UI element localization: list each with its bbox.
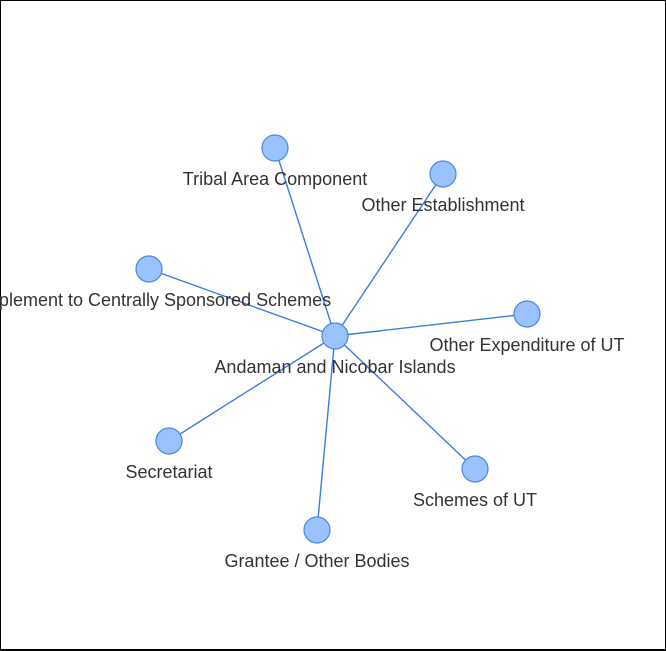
- edge-schemes-of-ut: [334, 335, 476, 470]
- node-other-establishment[interactable]: [429, 160, 457, 188]
- node-schemes-of-ut[interactable]: [461, 455, 489, 483]
- edge-secretariat: [168, 335, 336, 442]
- label-andaman-and-nicobar-islands: Andaman and Nicobar Islands: [214, 357, 455, 377]
- edges: [148, 147, 528, 531]
- node-grantee-other-bodies[interactable]: [303, 516, 331, 544]
- node-other-expenditure-of-ut[interactable]: [513, 300, 541, 328]
- label-tribal-area-component: Tribal Area Component: [183, 169, 367, 189]
- node-supplement-to-centrally-sponsored-schemes[interactable]: [135, 255, 163, 283]
- edge-supplement-to-centrally-sponsored-schemes: [148, 268, 336, 337]
- edge-grantee-other-bodies: [316, 335, 336, 531]
- edge-other-expenditure-of-ut: [334, 313, 528, 337]
- edge-other-establishment: [334, 173, 444, 337]
- edge-tribal-area-component: [274, 147, 336, 337]
- node-tribal-area-component[interactable]: [261, 134, 289, 162]
- label-schemes-of-ut: Schemes of UT: [413, 490, 537, 510]
- nodes: [135, 134, 541, 544]
- label-secretariat: Secretariat: [125, 462, 212, 482]
- label-other-establishment: Other Establishment: [361, 195, 524, 215]
- label-grantee-other-bodies: Grantee / Other Bodies: [224, 551, 409, 571]
- label-supplement-to-centrally-sponsored-schemes: Supplement to Centrally Sponsored Scheme…: [0, 290, 331, 310]
- node-secretariat[interactable]: [155, 427, 183, 455]
- node-andaman-and-nicobar-islands[interactable]: [321, 322, 349, 350]
- label-other-expenditure-of-ut: Other Expenditure of UT: [429, 335, 624, 355]
